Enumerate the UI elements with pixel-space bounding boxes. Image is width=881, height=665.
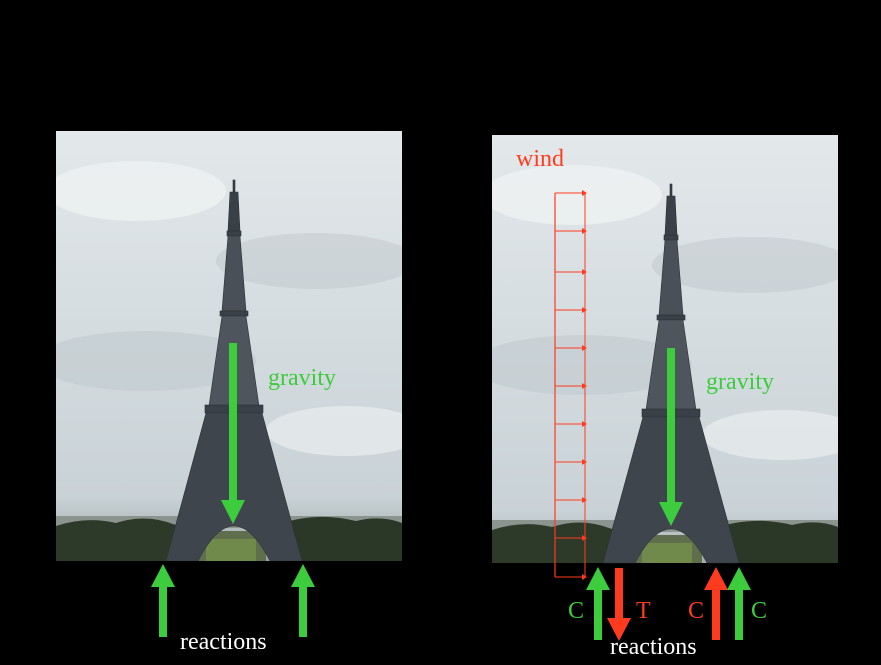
reactions-label-right: reactions	[610, 634, 697, 660]
gravity-arrow-right	[659, 348, 683, 526]
wind-label: wind	[516, 146, 564, 172]
left-photo-panel	[56, 131, 402, 561]
reaction-arrow-left-2	[291, 564, 315, 637]
compression-arrow-right-1	[586, 567, 610, 640]
gravity-label-left: gravity	[268, 365, 336, 391]
gravity-label-right: gravity	[706, 369, 774, 395]
compression-arrow-right-3	[727, 567, 751, 640]
gravity-arrow-left	[221, 343, 245, 524]
tension-marker: T	[636, 598, 651, 624]
reaction-arrow-left-1	[151, 564, 175, 637]
compression-marker-2: C	[688, 598, 705, 624]
wind-load-arrows	[554, 190, 587, 580]
tension-arrow-right	[607, 568, 631, 641]
reactions-label-left: reactions	[180, 629, 267, 655]
compression-arrow-right-2	[704, 567, 728, 640]
compression-marker-1: C	[568, 598, 585, 624]
compression-marker-3: C	[751, 598, 768, 624]
eiffel-tower-photo-left	[56, 131, 402, 561]
